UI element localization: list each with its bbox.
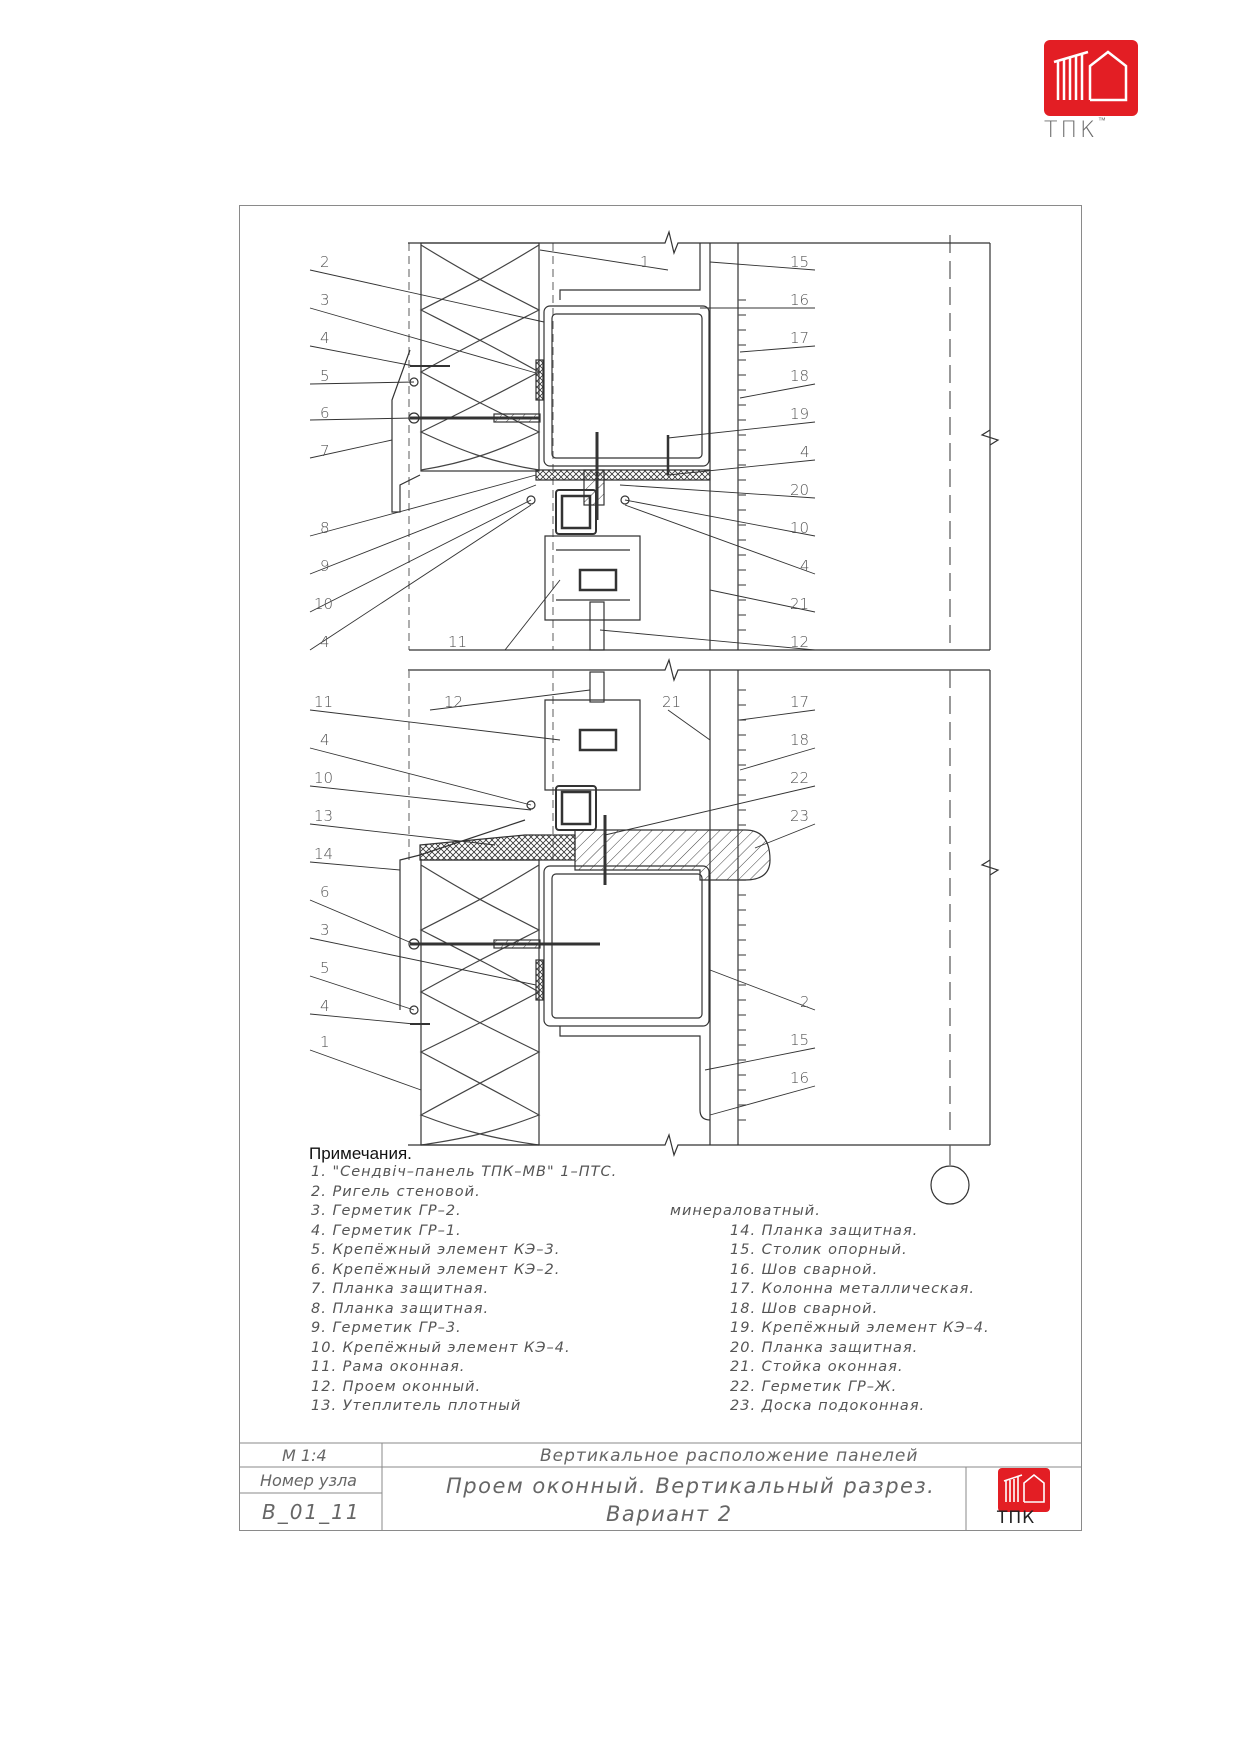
company-logo: ТПК™ — [1044, 40, 1138, 144]
drawing-sheet-frame — [239, 205, 1082, 1531]
callout-right-top-10: 21 — [790, 595, 809, 613]
callout-right-top-4: 18 — [790, 367, 809, 385]
callout-left-top-9: 10 — [314, 595, 333, 613]
callout-right-top-7: 20 — [790, 481, 809, 499]
note-item: 16. Шов сварной. — [730, 1262, 879, 1278]
callout-right-top-9: 4 — [800, 557, 810, 575]
note-item: 4. Герметик ГР–1. — [311, 1223, 462, 1239]
callout-left-bottom-8: 5 — [320, 959, 330, 977]
node-label: Номер узла — [260, 1471, 357, 1490]
callout-left-top-3: 4 — [320, 329, 330, 347]
callout-right-bottom-5: 2 — [800, 993, 810, 1011]
callout-mid-bottom-2: 21 — [662, 693, 681, 711]
note-item: 12. Проем оконный. — [311, 1379, 482, 1395]
callout-right-bottom-6: 15 — [790, 1031, 809, 1049]
scale-label: М 1:4 — [282, 1446, 327, 1465]
note-item: 3. Герметик ГР–2. — [311, 1203, 462, 1219]
note-item: 5. Крепёжный элемент КЭ–3. — [311, 1242, 561, 1258]
note-item: 11. Рама оконная. — [311, 1359, 466, 1375]
callout-left-bottom-2: 4 — [320, 731, 330, 749]
callout-left-bottom-7: 3 — [320, 921, 330, 939]
callout-top-center-2: 11 — [448, 633, 467, 651]
note-item: 17. Колонна металлическая. — [730, 1281, 976, 1297]
note-item: 23. Доска подоконная. — [730, 1398, 926, 1414]
callout-left-bottom-1: 11 — [314, 693, 333, 711]
callout-right-top-3: 17 — [790, 329, 809, 347]
callout-left-top-2: 3 — [320, 291, 330, 309]
note-item: 14. Планка защитная. — [730, 1223, 919, 1239]
callout-left-top-1: 2 — [320, 253, 330, 271]
note-item: 6. Крепёжный элемент КЭ–2. — [311, 1262, 561, 1278]
drawing-title: Проем оконный. Вертикальный разрез. — [446, 1474, 936, 1498]
note-item: 18. Шов сварной. — [730, 1301, 879, 1317]
callout-left-top-8: 9 — [320, 557, 330, 575]
series-title: Вертикальное расположение панелей — [540, 1446, 919, 1466]
callout-left-bottom-4: 13 — [314, 807, 333, 825]
note-item: 13. Утеплитель плотный — [311, 1398, 522, 1414]
callout-right-top-2: 16 — [790, 291, 809, 309]
callout-right-top-11: 12 — [790, 633, 809, 651]
callout-left-top-7: 8 — [320, 519, 330, 537]
callout-right-bottom-7: 16 — [790, 1069, 809, 1087]
callout-left-top-4: 5 — [320, 367, 330, 385]
logo-wordmark: ТПК™ — [1044, 116, 1106, 143]
callout-right-top-5: 19 — [790, 405, 809, 423]
note-item: 20. Планка защитная. — [730, 1340, 919, 1356]
callout-left-bottom-5: 14 — [314, 845, 333, 863]
callout-left-bottom-3: 10 — [314, 769, 333, 787]
note-item: 8. Планка защитная. — [311, 1301, 490, 1317]
callout-right-top-8: 10 — [790, 519, 809, 537]
note-item: 7. Планка защитная. — [311, 1281, 490, 1297]
callout-right-top-1: 15 — [790, 253, 809, 271]
callout-right-bottom-3: 22 — [790, 769, 809, 787]
note-item: 9. Герметик ГР–3. — [311, 1320, 462, 1336]
callout-left-top-6: 7 — [320, 442, 330, 460]
note-item: 22. Герметик ГР–Ж. — [730, 1379, 898, 1395]
note-item: 2. Ригель стеновой. — [311, 1184, 481, 1200]
callout-left-bottom-6: 6 — [320, 883, 330, 901]
notes-title: Примечания. — [309, 1144, 412, 1163]
callout-mid-bottom-1: 12 — [444, 693, 463, 711]
title-block-logo: ТПК — [997, 1468, 1050, 1528]
logo-mark — [1044, 40, 1138, 116]
note-item: 21. Стойка оконная. — [730, 1359, 904, 1375]
drawing-variant: Вариант 2 — [606, 1502, 733, 1526]
callout-left-top-5: 6 — [320, 404, 330, 422]
callout-top-center-1: 1 — [640, 253, 650, 271]
callout-right-top-6: 4 — [800, 443, 810, 461]
note-continuation: минераловатный. — [670, 1203, 821, 1219]
callout-right-bottom-1: 17 — [790, 693, 809, 711]
note-item: 1. "Сендвіч–панель ТПК–МВ" 1–ПТС. — [311, 1164, 618, 1180]
node-number: В_01_11 — [262, 1500, 361, 1524]
note-item: 10. Крепёжный элемент КЭ–4. — [311, 1340, 571, 1356]
callout-right-bottom-2: 18 — [790, 731, 809, 749]
callout-left-bottom-9: 4 — [320, 997, 330, 1015]
logo-wordmark: ТПК — [997, 1508, 1036, 1528]
logo-mark — [998, 1468, 1050, 1512]
callout-left-bottom-10: 1 — [320, 1033, 330, 1051]
note-item: 19. Крепёжный элемент КЭ–4. — [730, 1320, 990, 1336]
note-item: 15. Столик опорный. — [730, 1242, 908, 1258]
callout-left-top-10: 4 — [320, 633, 330, 651]
callout-right-bottom-4: 23 — [790, 807, 809, 825]
